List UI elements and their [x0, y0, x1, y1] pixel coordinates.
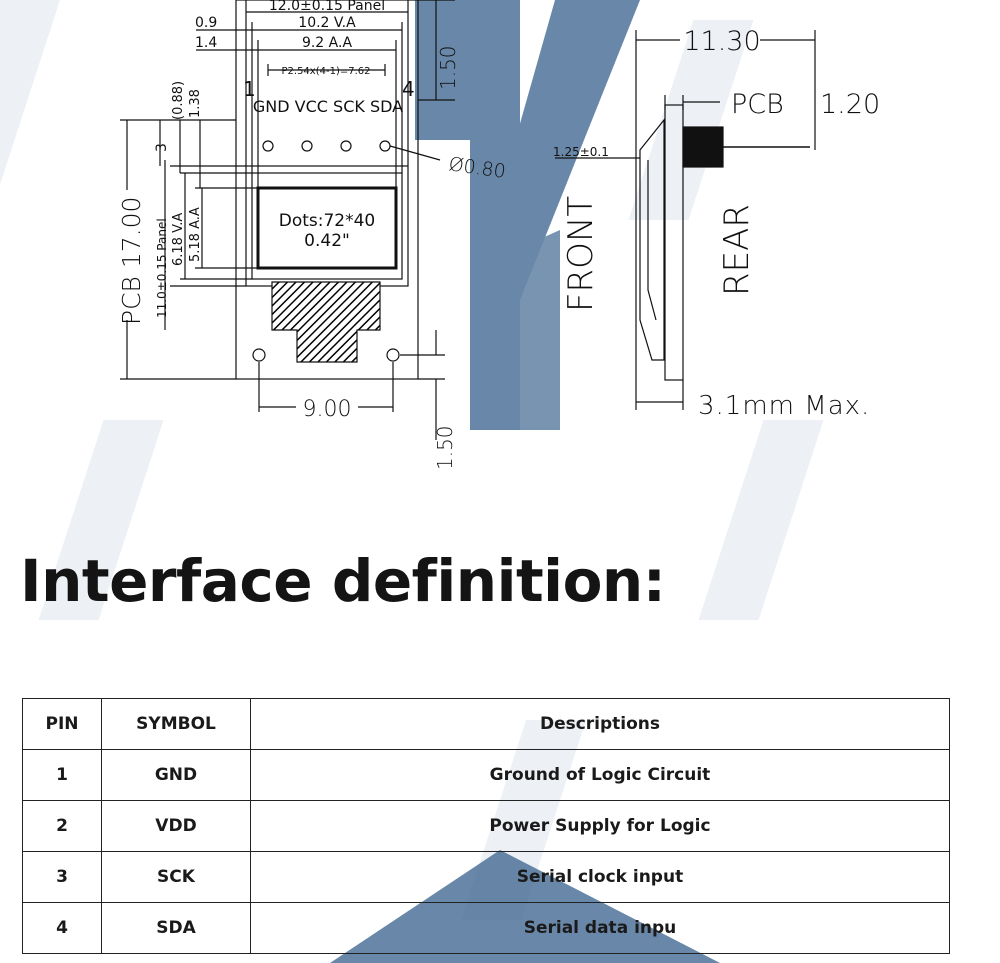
label-bottom-margin: 1.50 — [433, 425, 457, 470]
fpc-tail — [271, 281, 381, 363]
pin-table: PIN SYMBOL Descriptions 1 GND Ground of … — [22, 698, 950, 954]
table-header-row: PIN SYMBOL Descriptions — [22, 698, 950, 750]
side-header — [682, 126, 724, 168]
header-pin: PIN — [22, 698, 102, 750]
active-area — [256, 186, 398, 270]
label-offset-125: 1.25±0.1 — [553, 145, 609, 159]
label-front: FRONT — [561, 196, 601, 312]
pcb-outline — [235, 0, 419, 380]
side-pcb — [664, 104, 684, 381]
label-hole-dia: Ø0.80 — [447, 153, 507, 183]
label-offset-14: 1.4 — [195, 35, 217, 51]
mount-hole-right — [386, 348, 400, 362]
label-pcb-height: PCB 17.00 — [117, 197, 146, 325]
mount-hole-left — [252, 348, 266, 362]
cell-description: Ground of Logic Circuit — [250, 749, 950, 801]
cell-pin: 2 — [22, 800, 102, 852]
table-row: 1 GND Ground of Logic Circuit — [22, 749, 950, 801]
table-row: 2 VDD Power Supply for Logic — [22, 800, 950, 852]
label-top-margin: 1.50 — [436, 45, 460, 90]
label-panel-width: 12.0±0.15 Panel — [269, 0, 385, 14]
cell-description: Serial clock input — [250, 851, 950, 903]
label-pcb: PCB — [731, 89, 784, 120]
section-heading: Interface definition: — [20, 547, 666, 615]
label-offset-3: 3 — [154, 143, 170, 152]
label-panel-height: 11.0±0.15 Panel — [155, 218, 169, 318]
cell-description: Power Supply for Logic — [250, 800, 950, 852]
label-dots: Dots:72*40 — [279, 211, 376, 231]
label-aa-width: 9.2 A.A — [302, 35, 352, 51]
label-pin-last: 4 — [402, 77, 415, 101]
cell-symbol: SDA — [101, 902, 251, 954]
label-rear: REAR — [717, 204, 757, 296]
side-view — [555, 30, 816, 410]
pin-hole-1 — [262, 140, 274, 152]
cell-pin: 3 — [22, 851, 102, 903]
table-row: 4 SDA Serial data inpu — [22, 902, 950, 954]
pin-hole-4 — [379, 140, 391, 152]
cell-pin: 4 — [22, 902, 102, 954]
label-pin-names: GND VCC SCK SDA — [253, 97, 403, 116]
header-descriptions: Descriptions — [250, 698, 950, 750]
mechanical-drawing: 12.0±0.15 Panel 10.2 V.A 9.2 A.A 0.9 1.4… — [117, 0, 880, 470]
label-va-height: 6.18 V.A — [171, 213, 186, 266]
label-aa-height: 5.18 A.A — [188, 207, 203, 262]
label-offset-088: (0.88) — [171, 81, 186, 120]
label-total-width: 11.30 — [683, 26, 760, 57]
header-symbol: SYMBOL — [101, 698, 251, 750]
label-offset-138: 1.38 — [188, 89, 203, 118]
label-va-width: 10.2 V.A — [298, 15, 356, 31]
cell-symbol: SCK — [101, 851, 251, 903]
cell-symbol: GND — [101, 749, 251, 801]
label-pin-first: 1 — [243, 77, 256, 101]
label-offset-09: 0.9 — [195, 15, 217, 31]
label-pin-pitch: P2.54x(4-1)=7.62 — [282, 66, 371, 77]
label-hole-spacing: 9.00 — [303, 397, 352, 422]
label-max-thickness: 3.1mm Max. — [698, 391, 870, 421]
cell-pin: 1 — [22, 749, 102, 801]
label-size: 0.42" — [304, 231, 350, 251]
pin-hole-2 — [301, 140, 313, 152]
table-row: 3 SCK Serial clock input — [22, 851, 950, 903]
cell-symbol: VDD — [101, 800, 251, 852]
label-pcb-thickness: 1.20 — [820, 89, 880, 120]
pin-hole-3 — [340, 140, 352, 152]
cell-description: Serial data inpu — [250, 902, 950, 954]
